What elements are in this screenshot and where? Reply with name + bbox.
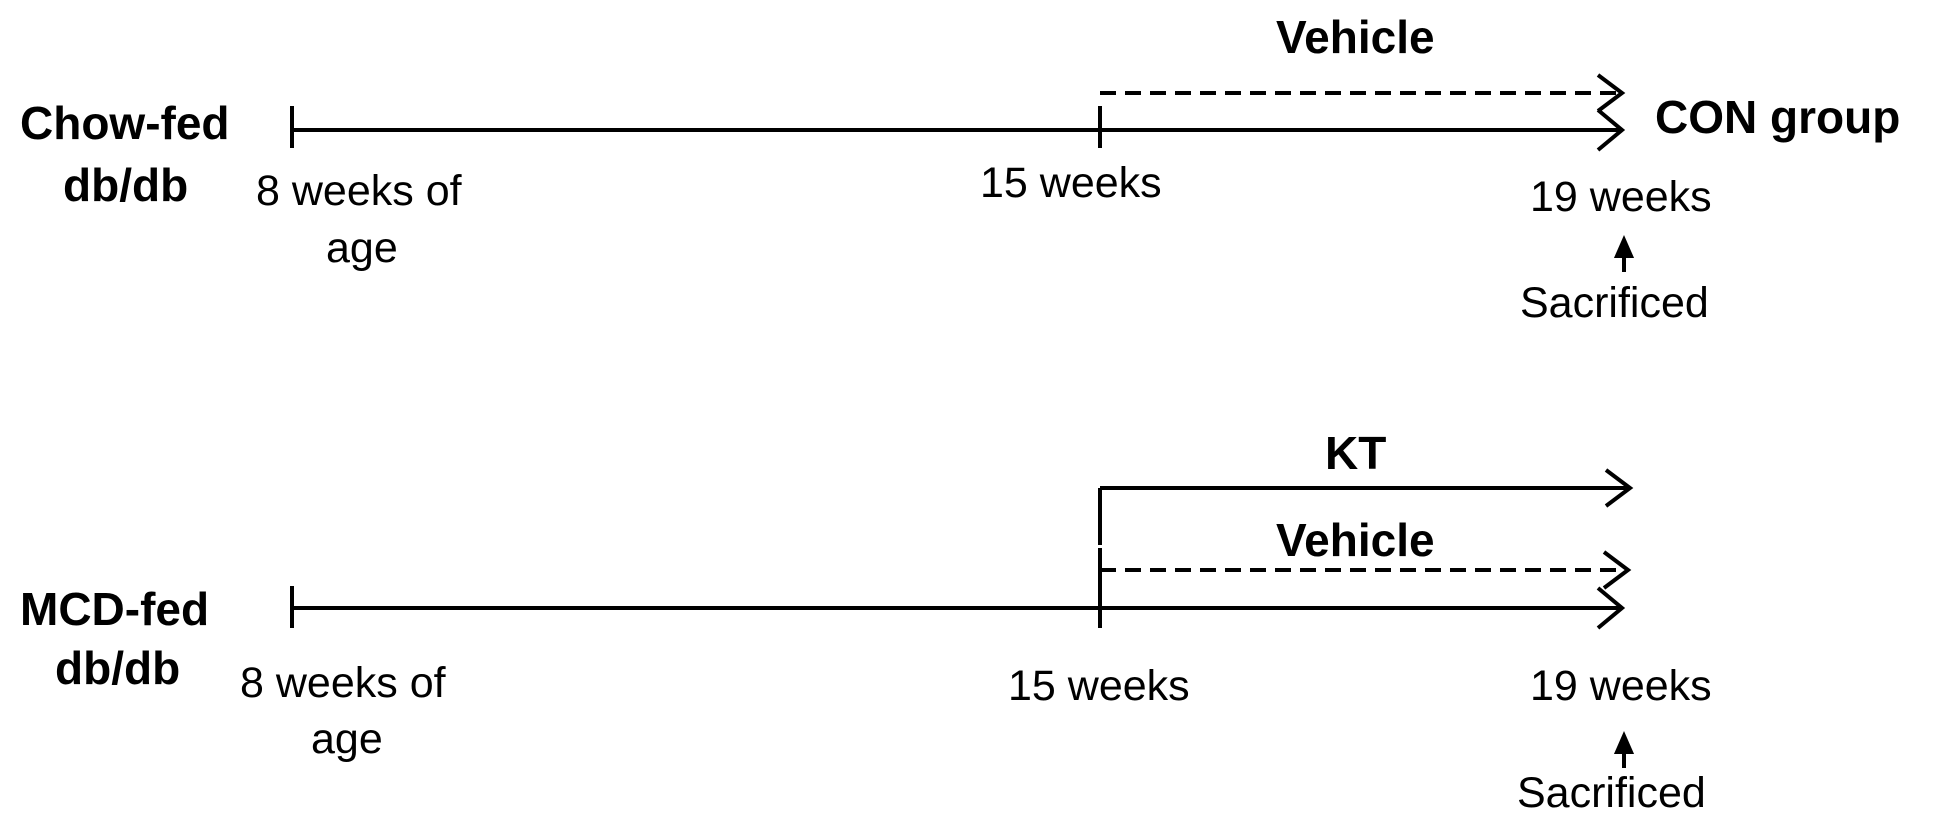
panel2-start-label-line2: age (311, 715, 383, 763)
panel2-kt-label: KT (1325, 427, 1387, 479)
panel1-start-label-line1: 8 weeks of (256, 167, 462, 215)
panel2-vehicle-arrowhead (1602, 550, 1632, 590)
panel1-group-label-line1: Chow-fed (20, 97, 230, 149)
panel1-sacrificed-label: Sacrificed (1520, 279, 1709, 327)
panel2-mid-label: 15 weeks (1008, 662, 1190, 710)
panel1-group-label-line2: db/db (63, 159, 189, 211)
panel1-sacrifice-arrowhead (1613, 235, 1635, 258)
panel2-group-label-line1: MCD-fed (20, 583, 210, 635)
panel1-vehicle-label: Vehicle (1276, 11, 1435, 63)
panel2-vehicle-label: Vehicle (1276, 514, 1435, 566)
panel2-group-label-line2: db/db (55, 642, 181, 694)
panel2-sacrificed-label: Sacrificed (1517, 769, 1706, 817)
panel1-end-label: 19 weeks (1530, 173, 1712, 221)
panel2-kt-arrowhead (1604, 468, 1634, 508)
panel2-end-label: 19 weeks (1530, 662, 1712, 710)
panel1-outcome-label: CON group (1655, 91, 1901, 143)
panel2-start-label-line1: 8 weeks of (240, 659, 446, 707)
panel2-sacrifice-arrowhead (1613, 731, 1635, 754)
panel1-mid-label: 15 weeks (980, 159, 1162, 207)
panel1-vehicle-arrowhead (1596, 73, 1626, 113)
panel1-axis-arrowhead (1596, 108, 1626, 152)
panel1-start-label-line2: age (326, 224, 398, 272)
panel2-axis-arrowhead (1596, 586, 1626, 630)
